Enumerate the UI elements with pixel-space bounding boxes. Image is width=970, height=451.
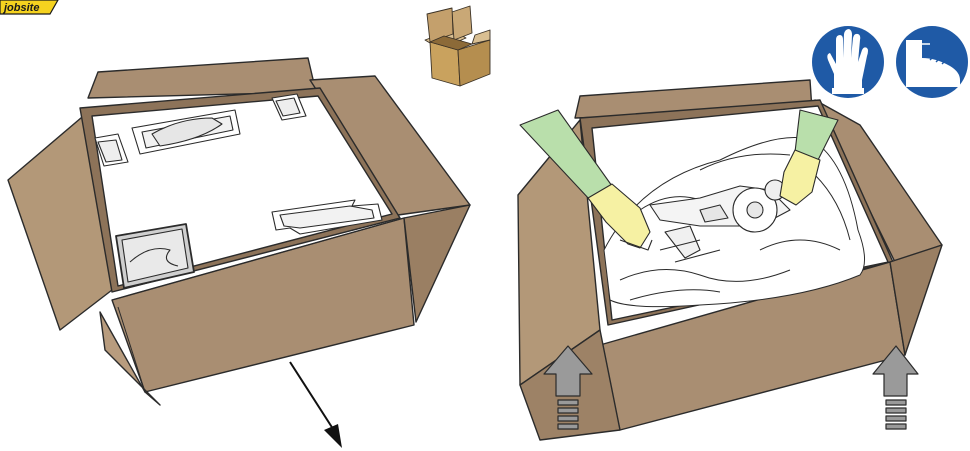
brand-logo-text: jobsite <box>2 2 39 14</box>
open-box-icon <box>425 6 490 86</box>
brand-logo: jobsite <box>0 0 58 14</box>
pull-direction-arrow-icon <box>290 362 342 448</box>
safety-gloves-icon <box>812 26 884 98</box>
left-open-box-with-foam-insert <box>8 58 470 405</box>
safety-boots-icon <box>896 26 968 98</box>
